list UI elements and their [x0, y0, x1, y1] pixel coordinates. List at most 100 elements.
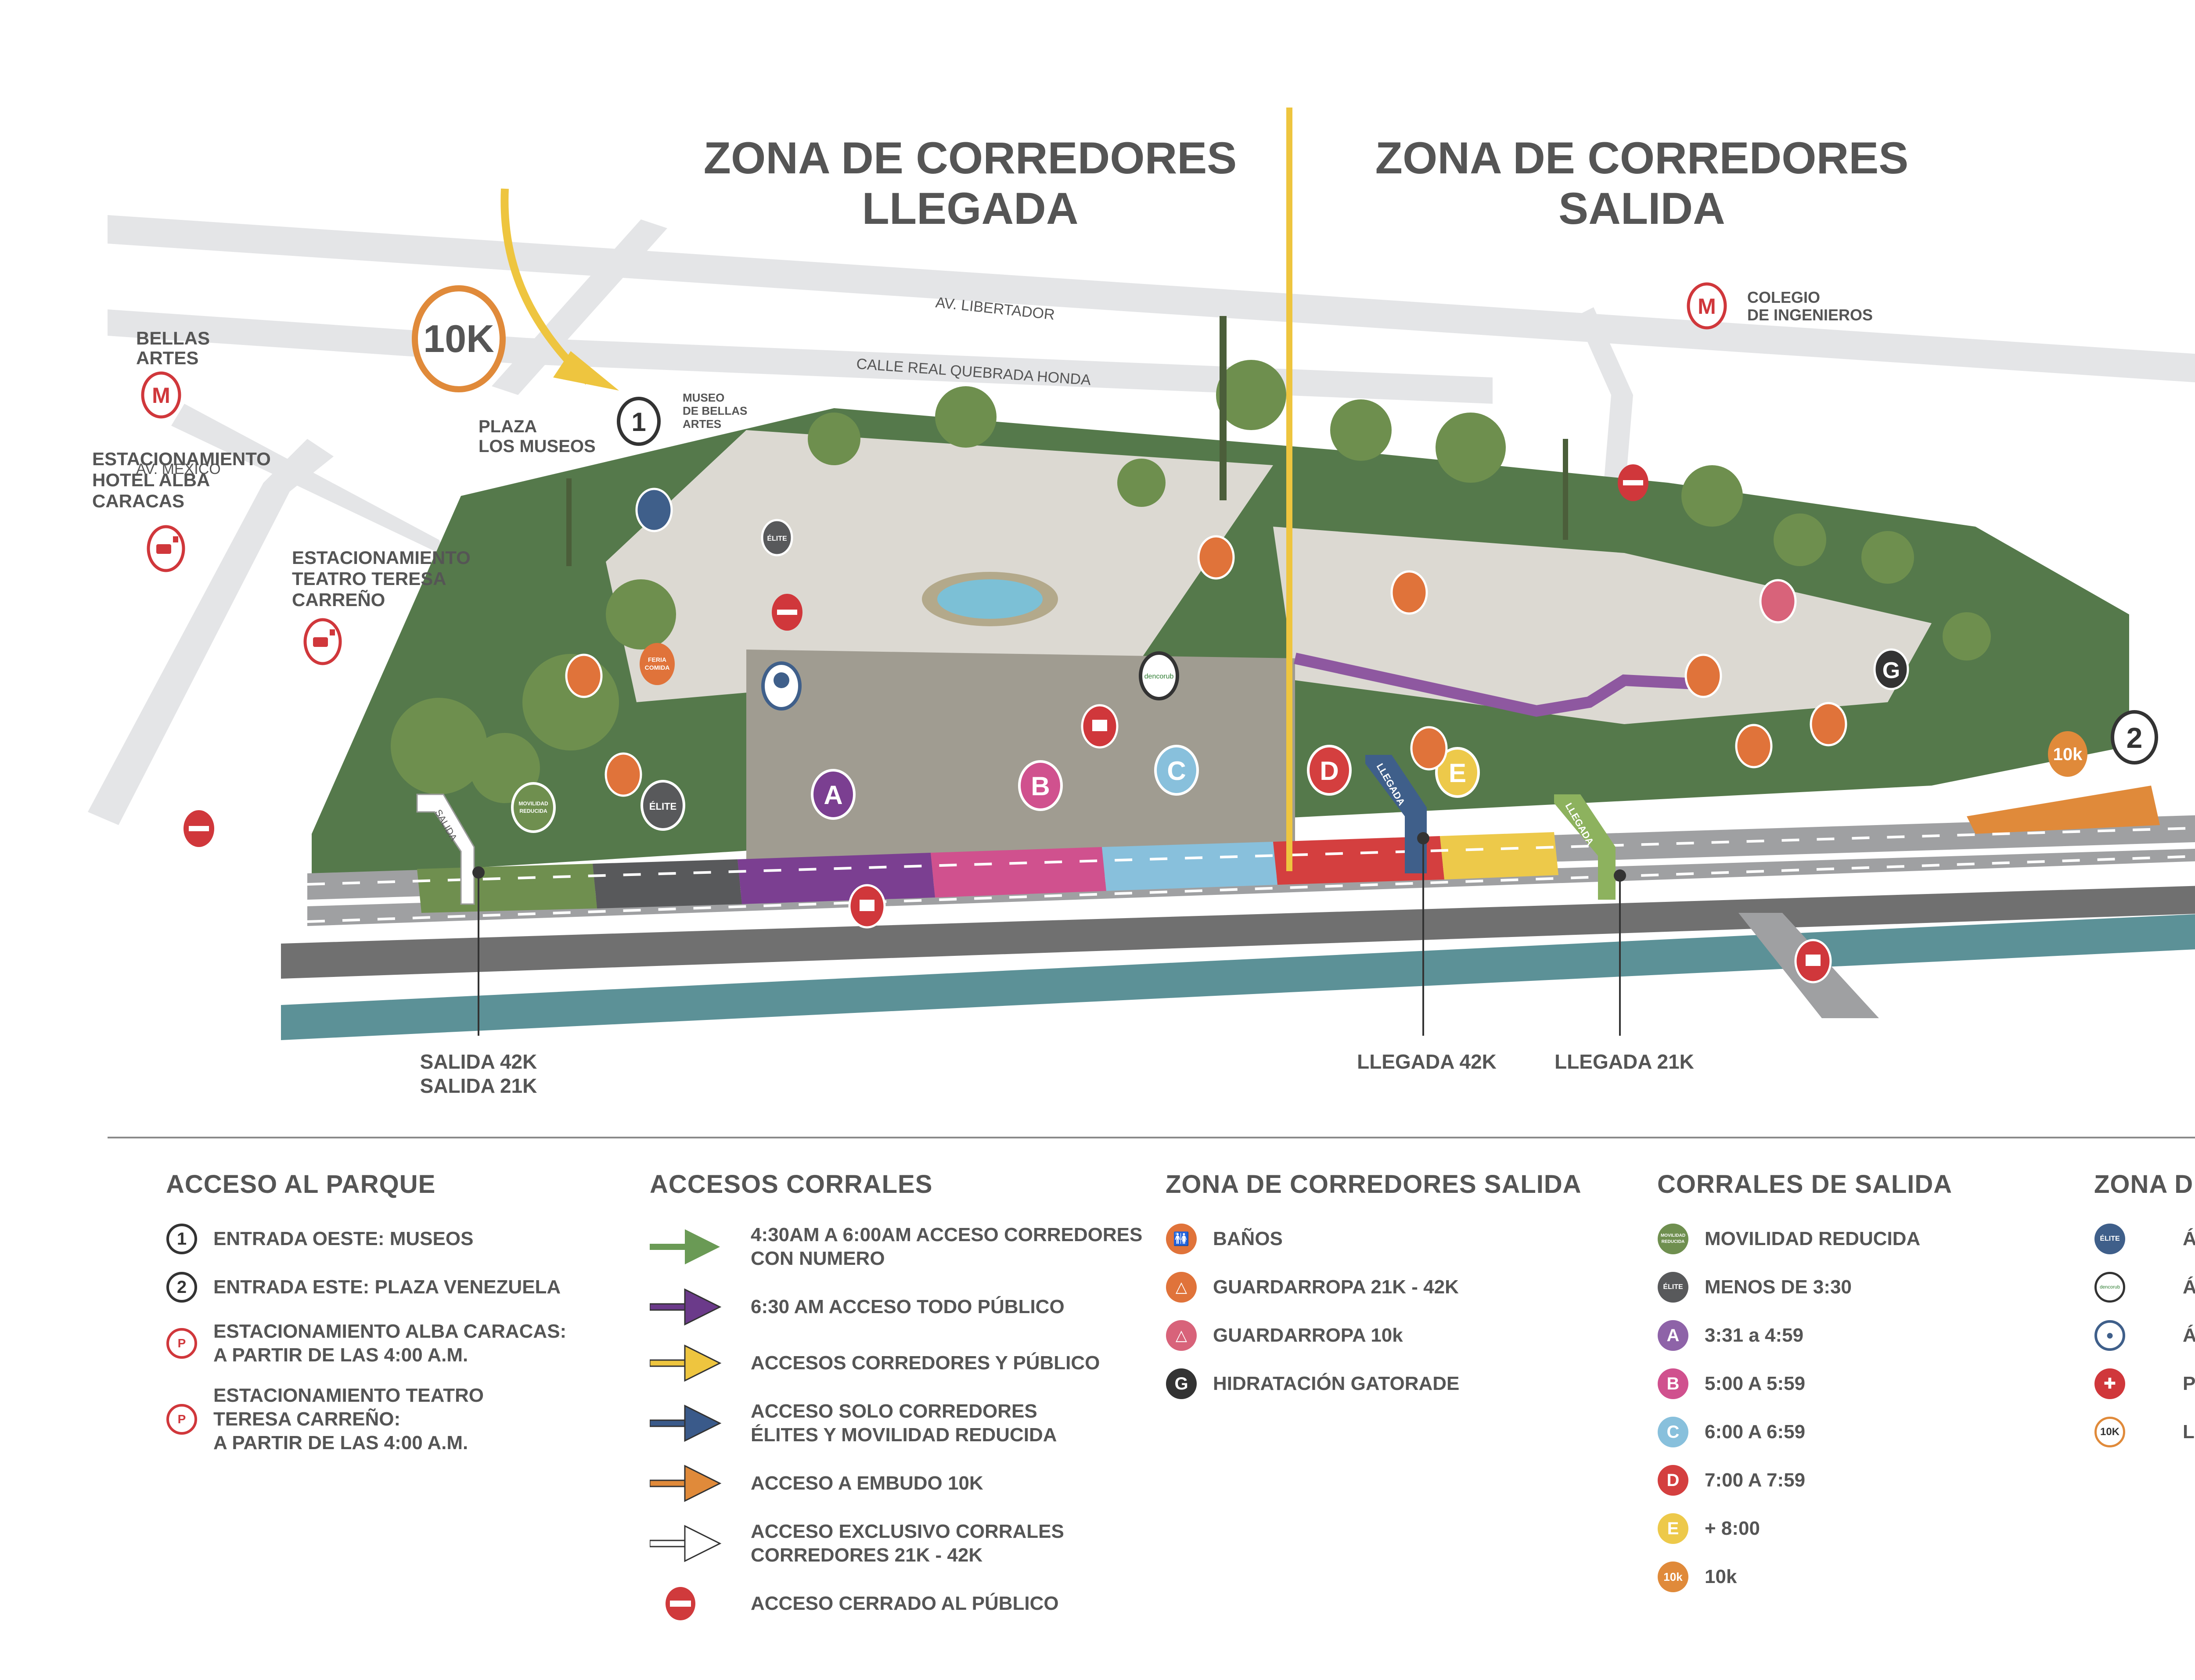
restroom-icon	[565, 653, 603, 698]
park-map: ZONA DE CORREDORES LLEGADA ZONA DE CORRE…	[88, 108, 2195, 1097]
legend-item: P ESTACIONAMIENTO TEATRO TERESA CARREÑO:…	[166, 1384, 566, 1455]
legend-accesos-corrales: ACCESOS CORRALES 4:30AM A 6:00AM ACCESO …	[650, 1170, 1142, 1640]
restroom-icon	[1197, 535, 1235, 580]
svg-text:A: A	[824, 780, 842, 810]
yellow-arrow-icon	[650, 1344, 722, 1382]
museo-label-2: DE BELLAS	[683, 404, 747, 417]
first-aid-icon	[1081, 704, 1119, 749]
est-teresa-label-2: TEATRO TERESA	[292, 568, 446, 589]
corral-badge-elite: ÉLITE	[641, 780, 685, 831]
est-alba-label-3: CARACAS	[92, 491, 184, 511]
legend-item: A 3:31 a 4:59	[1657, 1320, 1952, 1351]
restroom-icon	[1410, 726, 1448, 771]
corral-badge-c: C	[1154, 745, 1199, 796]
legend-item: C 6:00 A 6:59	[1657, 1416, 1952, 1448]
svg-text:G: G	[1882, 658, 1900, 683]
ten-k-bus-icon: 10K	[2094, 1417, 2125, 1447]
legend-corrales-salida: CORRALES DE SALIDA MOVILIDAD REDUCIDA MO…	[1657, 1170, 1952, 1609]
legend-item: ACCESO CERRADO AL PÚBLICO	[650, 1584, 1142, 1623]
no-entry-icon	[666, 1587, 695, 1620]
svg-text:10k: 10k	[2053, 745, 2083, 764]
no-entry-icon	[772, 594, 802, 631]
corral-a-icon: A	[1658, 1320, 1688, 1351]
museo-label-3: ARTES	[683, 417, 721, 431]
legend-item: △ GUARDARROPA 10k	[1166, 1320, 1582, 1351]
llegada-42k-marker	[1417, 832, 1429, 1036]
legend-item: ACCESOS CORREDORES Y PÚBLICO	[650, 1343, 1142, 1383]
svg-text:MOVILIDAD: MOVILIDAD	[518, 801, 548, 807]
legend-item: 🚻 BAÑOS	[1166, 1223, 1582, 1255]
header-salida-1: ZONA DE CORREDORES	[1375, 133, 1909, 183]
colegio-label-1: COLEGIO	[1747, 288, 1820, 306]
entrance-1-badge: 1	[617, 397, 661, 446]
svg-text:M: M	[1698, 294, 1716, 319]
legend-item: ACCESO A EMBUDO 10K	[650, 1464, 1142, 1503]
svg-text:B: B	[1031, 772, 1050, 801]
museo-label-1: MUSEO	[683, 391, 724, 404]
bellas-artes-label-2: ARTES	[136, 348, 198, 368]
llegada-21k-marker	[1614, 869, 1626, 1036]
est-alba-label-2: HOTEL ALBA	[92, 470, 210, 490]
legend-item: ÉLITE MENOS DE 3:30	[1657, 1271, 1952, 1303]
legend-item: 6:30 AM ACCESO TODO PÚBLICO	[650, 1287, 1142, 1327]
legend-item: ACCESO SOLO CORREDORES ÉLITES Y MOVILIDA…	[650, 1400, 1142, 1447]
svg-text:C: C	[1167, 756, 1186, 786]
corral-e-icon: E	[1658, 1513, 1688, 1544]
tv-camera-icon	[635, 488, 673, 532]
yellow-arrow-head	[553, 351, 619, 391]
svg-text:ÉLITE: ÉLITE	[649, 801, 676, 812]
legend-item: MOVILIDAD REDUCIDA MOVILIDAD REDUCIDA	[1657, 1223, 1952, 1255]
svg-text:E: E	[1449, 758, 1466, 788]
movilidad-badge-icon: MOVILIDAD REDUCIDA	[1658, 1224, 1688, 1254]
corral-10k-icon: 10k	[1658, 1562, 1688, 1592]
svg-text:10K: 10K	[423, 317, 494, 360]
legend-item: 10K LLEGADA AUTOBUSES 10 K	[2094, 1416, 2195, 1448]
legend-item: ACCESO EXCLUSIVO CORRALES CORREDORES 21K…	[650, 1520, 1142, 1567]
white-arrow-icon	[650, 1525, 722, 1562]
header-llegada-2: LLEGADA	[862, 183, 1079, 233]
legend-item: dencorub ÁREA DE MASAJES	[2094, 1271, 2195, 1303]
zone-divider	[1286, 108, 1292, 871]
feria-comida-badge: FERIA COMIDA	[640, 643, 675, 685]
ten-k-corral-badge: 10k	[2048, 731, 2087, 777]
legend-item: 10k 10k	[1657, 1561, 1952, 1593]
first-aid-icon	[848, 884, 886, 929]
est-alba-label-1: ESTACIONAMIENTO	[92, 449, 271, 469]
first-aid-icon	[1794, 939, 1832, 984]
legend-item: D 7:00 A 7:59	[1657, 1465, 1952, 1496]
svg-text:ÉLITE: ÉLITE	[767, 534, 787, 542]
corral-c-icon: C	[1658, 1417, 1688, 1447]
purple-arrow-icon	[650, 1288, 722, 1326]
svg-text:1: 1	[631, 407, 646, 437]
legend-item: E + 8:00	[1657, 1513, 1952, 1544]
svg-text:COMIDA: COMIDA	[645, 664, 670, 671]
legend-item: ÉLITE ÁREA DE CORREDORES ÉLITE	[2094, 1223, 2195, 1255]
no-entry-icon	[184, 810, 214, 847]
street-av-mexico: AV. MEXICO	[136, 461, 221, 477]
plaza-museos-label-1: PLAZA	[479, 417, 537, 436]
hanger-10k-icon	[1759, 579, 1797, 624]
legend-title: ACCESOS CORRALES	[650, 1170, 933, 1199]
gatorade-icon: G	[1166, 1368, 1197, 1399]
svg-text:D: D	[1320, 756, 1339, 786]
restroom-icon	[605, 752, 642, 797]
elite-area-icon: ÉLITE	[761, 519, 793, 556]
hanger-icon: △	[1166, 1272, 1197, 1303]
restroom-icon	[1735, 724, 1773, 768]
parking-teresa-icon	[303, 618, 342, 665]
corral-badge-a: A	[811, 769, 856, 820]
legend-title: ZONA DE CORREDORES SALIDA	[1166, 1170, 1582, 1199]
no-entry-icon	[1618, 464, 1648, 501]
elite-area-icon: ÉLITE	[2094, 1224, 2125, 1254]
hanger-21k-icon	[1684, 653, 1722, 698]
header-llegada-1: ZONA DE CORREDORES	[704, 133, 1237, 183]
blue-arrow-icon	[650, 1404, 722, 1442]
legend-item: P ESTACIONAMIENTO ALBA CARACAS: A PARTIR…	[166, 1320, 566, 1367]
svg-text:2: 2	[2127, 722, 2143, 754]
corral-badge-movilidad: MOVILIDAD REDUCIDA	[511, 782, 556, 833]
bellas-artes-label-1: BELLAS	[136, 328, 210, 348]
colegio-label-2: DE INGENIEROS	[1747, 306, 1873, 324]
purple-access-path	[1294, 653, 1713, 717]
streets	[88, 215, 2195, 825]
legend-item: ● ÁREA DE ENFRIAMIENTO	[2094, 1320, 2195, 1351]
